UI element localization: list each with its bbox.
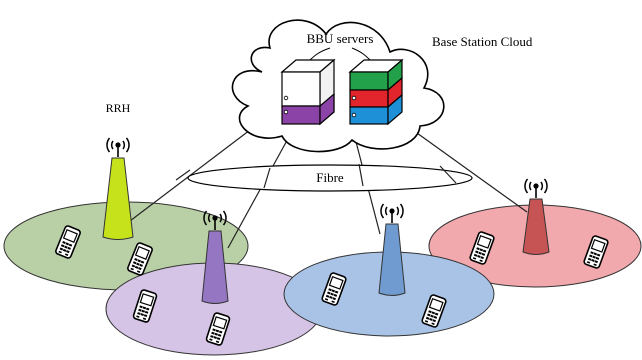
- antenna-signal-icon: [524, 178, 548, 199]
- rrh-tower-purple: [201, 210, 229, 304]
- antenna-signal-icon: [106, 137, 130, 158]
- fibre-ring: [187, 164, 473, 192]
- rrh-tower-blue: [378, 203, 406, 296]
- base-station-cloud-label: Base Station Cloud: [432, 34, 533, 49]
- rrh-tower-red: [522, 178, 550, 255]
- rrh-label: RRH: [106, 101, 131, 115]
- bbu-servers-label: BBU servers: [307, 31, 374, 46]
- server-icon: [348, 58, 404, 126]
- rrh-tower-green: [102, 137, 134, 240]
- antenna-signal-icon: [380, 203, 404, 224]
- fibre-label: Fibre: [316, 170, 344, 185]
- server-icon: [280, 58, 336, 126]
